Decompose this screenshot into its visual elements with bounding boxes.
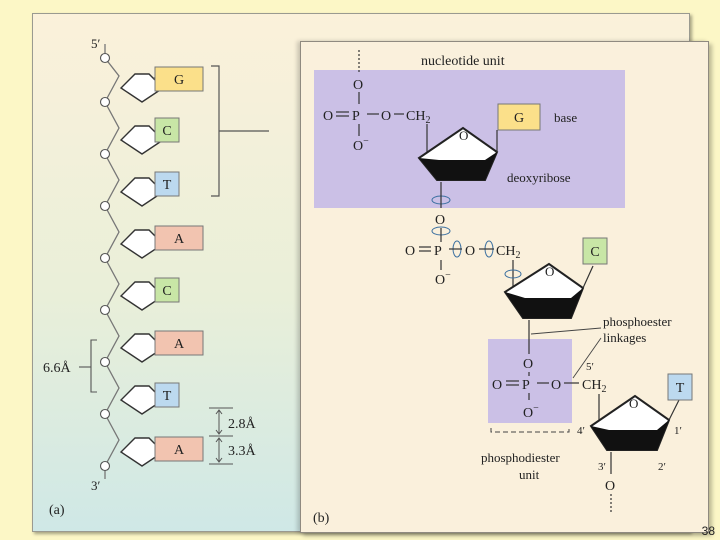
base-letter: C (590, 245, 599, 260)
phosphate-circle (99, 408, 111, 420)
phosphate-circle (99, 96, 111, 108)
base-letter: A (174, 232, 185, 247)
phosphate-circle (99, 148, 111, 160)
base-box-a (154, 436, 204, 462)
rise-label: 6.6Å (43, 360, 72, 376)
position-5-prime: 5′ (586, 361, 594, 373)
atom-p: P (522, 378, 530, 393)
base-box-g (497, 103, 541, 131)
atom-o-minus: O− (523, 403, 539, 421)
base-box-t (667, 373, 693, 401)
phosphodiester-label: phosphodiester (481, 450, 560, 465)
phosphodiester-bracket (490, 428, 570, 433)
base-letter: A (174, 337, 185, 352)
base-box-g (154, 66, 204, 92)
ring-oxygen: O (629, 396, 638, 411)
base-letter: G (174, 73, 184, 88)
base-letter: T (163, 178, 172, 193)
three-prime-label: 3′ (91, 478, 101, 493)
atom-p: P (434, 244, 442, 259)
base-box-t (154, 171, 180, 197)
atom-double-o: O (492, 378, 502, 393)
base-letter: C (162, 284, 171, 299)
deoxyribose-label: deoxyribose (507, 170, 571, 185)
position-4-prime: 4′ (577, 425, 585, 437)
spacing-label: 3.3Å (228, 443, 257, 459)
spacing-label: 2.8Å (228, 416, 257, 432)
base-box-c (154, 277, 180, 303)
unit-label: unit (519, 467, 540, 482)
atom-double-o: O (405, 244, 415, 259)
atom-o-minus: O− (435, 270, 451, 288)
panel-b-label: (b) (313, 511, 330, 526)
nucleotide-unit-label: nucleotide unit (421, 54, 505, 69)
base-letter: T (163, 389, 172, 404)
base-letter: T (676, 381, 685, 396)
base-box-a (154, 225, 204, 251)
phosphate-circle (99, 52, 111, 64)
nucleotide-bracket (211, 65, 269, 197)
phosphate-circle (99, 356, 111, 368)
base-letter: A (174, 443, 185, 458)
ring-oxygen: O (545, 264, 554, 279)
atom-o: O (605, 479, 615, 494)
page-number: 38 (701, 524, 715, 538)
phosphoester-label: phosphoester (603, 314, 672, 329)
base-letter: C (162, 124, 171, 139)
base-box-c (154, 117, 180, 143)
position-1-prime: 1′ (674, 425, 682, 437)
panel-b: nucleotide unit O O P O CH2 O− O G base (300, 41, 709, 533)
atom-p: P (352, 109, 360, 124)
base-box-a (154, 330, 204, 356)
rise-bracket (90, 339, 97, 393)
phosphate-circle (99, 200, 111, 212)
base-letter: G (514, 111, 524, 126)
phosphodiester-unit-highlight (488, 339, 572, 423)
ch2-group: CH2 (496, 244, 520, 261)
phosphate-circle (99, 460, 111, 472)
position-3-prime: 3′ (598, 461, 606, 473)
atom-o: O (381, 109, 391, 124)
atom-o: O (465, 244, 475, 259)
panel-a-label: (a) (49, 503, 65, 518)
five-prime-label: 5′ (91, 36, 101, 51)
ch2-group: CH2 (582, 378, 606, 395)
atom-o: O (551, 378, 561, 393)
position-2-prime: 2′ (658, 461, 666, 473)
atom-o: O (523, 357, 533, 372)
atom-o: O (435, 213, 445, 228)
atom-o: O (353, 78, 363, 93)
atom-double-o: O (323, 109, 333, 124)
panel-a-diagram: G C T A C A T A 6.6Å 2.8Å 3.3Å (43, 36, 269, 518)
linkages-label: linkages (603, 330, 646, 345)
ring-oxygen: O (459, 128, 468, 143)
base-box-c (582, 237, 608, 265)
phosphate-circle (99, 252, 111, 264)
phosphate-circle (99, 304, 111, 316)
slide: G C T A C A T A 6.6Å 2.8Å 3.3Å (32, 13, 709, 533)
base-label: base (554, 110, 577, 125)
atom-o-minus: O− (353, 136, 369, 154)
panel-b-diagram: nucleotide unit O O P O CH2 O− O G base (313, 50, 693, 526)
ch2-group: CH2 (406, 109, 430, 126)
base-box-t (154, 382, 180, 408)
